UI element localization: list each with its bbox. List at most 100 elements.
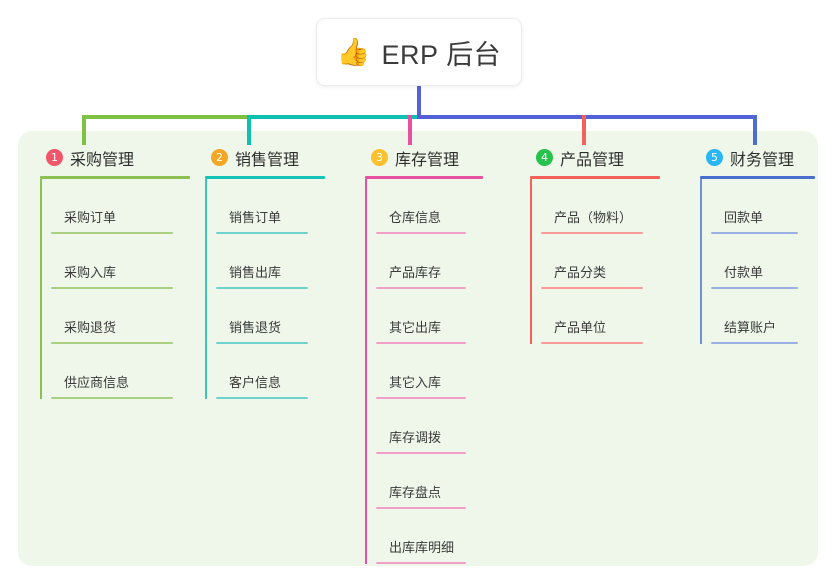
leaf-node-label: 付款单 <box>724 265 764 280</box>
leaf-node[interactable]: 采购入库 <box>51 234 190 289</box>
leaf-node-underline <box>216 342 308 344</box>
leaf-node-underline <box>376 562 466 564</box>
leaf-node[interactable]: 回款单 <box>711 179 815 234</box>
thumbs-up-icon: 👍 <box>336 36 371 67</box>
branch-number-badge: 2 <box>211 149 228 166</box>
branch-leaf-list: 销售订单销售出库销售退货客户信息 <box>205 179 325 399</box>
branch-header-label: 采购管理 <box>70 151 135 169</box>
leaf-node[interactable]: 产品单位 <box>541 289 660 344</box>
branch-header-label: 产品管理 <box>560 151 625 169</box>
branch-number-badge: 3 <box>371 149 388 166</box>
branch-header-underline <box>365 176 483 179</box>
leaf-node-label: 库存调拨 <box>389 430 442 445</box>
branch-spine-line <box>700 179 702 344</box>
leaf-node-label: 产品库存 <box>389 265 442 280</box>
leaf-node-label: 供应商信息 <box>64 375 130 390</box>
branch-header-4[interactable]: 4 产品管理 <box>530 145 660 170</box>
branch-header-2[interactable]: 2 销售管理 <box>205 145 325 170</box>
leaf-node[interactable]: 产品库存 <box>376 234 483 289</box>
branch-column-2: 2 销售管理销售订单销售出库销售退货客户信息 <box>205 145 325 399</box>
leaf-node-label: 出库库明细 <box>389 540 455 555</box>
branch-header-5[interactable]: 5 财务管理 <box>700 145 815 170</box>
leaf-node-underline <box>541 232 643 234</box>
leaf-node-label: 结算账户 <box>724 320 777 335</box>
branch-column-3: 3 库存管理仓库信息产品库存其它出库其它入库库存调拨库存盘点出库库明细 <box>365 145 483 564</box>
leaf-node[interactable]: 销售出库 <box>216 234 325 289</box>
branch-spine-line <box>40 179 42 399</box>
branch-header-underline <box>700 176 815 179</box>
root-node-card[interactable]: 👍 ERP 后台 <box>316 18 522 86</box>
leaf-node-underline <box>216 397 308 399</box>
leaf-node-label: 销售订单 <box>229 210 282 225</box>
branch-leaf-list: 仓库信息产品库存其它出库其它入库库存调拨库存盘点出库库明细 <box>365 179 483 564</box>
leaf-node-label: 销售出库 <box>229 265 282 280</box>
leaf-node-label: 客户信息 <box>229 375 282 390</box>
branch-number-badge: 5 <box>706 149 723 166</box>
branch-header-label: 销售管理 <box>235 151 300 169</box>
leaf-node-underline <box>376 287 466 289</box>
leaf-node-underline <box>376 397 466 399</box>
branch-column-5: 5 财务管理回款单付款单结算账户 <box>700 145 815 344</box>
branch-header-label: 库存管理 <box>395 151 460 169</box>
leaf-node-underline <box>51 232 173 234</box>
leaf-node-underline <box>711 232 798 234</box>
leaf-node[interactable]: 销售订单 <box>216 179 325 234</box>
leaf-node-label: 仓库信息 <box>389 210 442 225</box>
leaf-node-label: 采购入库 <box>64 265 117 280</box>
leaf-node-label: 库存盘点 <box>389 485 442 500</box>
leaf-node-underline <box>216 232 308 234</box>
leaf-node[interactable]: 仓库信息 <box>376 179 483 234</box>
leaf-node[interactable]: 采购退货 <box>51 289 190 344</box>
branch-spine-line <box>205 179 207 399</box>
leaf-node[interactable]: 结算账户 <box>711 289 815 344</box>
leaf-node[interactable]: 其它入库 <box>376 344 483 399</box>
branch-leaf-list: 回款单付款单结算账户 <box>700 179 815 344</box>
leaf-node[interactable]: 库存盘点 <box>376 454 483 509</box>
leaf-node-underline <box>376 232 466 234</box>
branch-spine-line <box>365 179 367 564</box>
branch-column-4: 4 产品管理产品（物料） 产品分类产品单位 <box>530 145 660 344</box>
branch-header-label: 财务管理 <box>730 151 795 169</box>
branch-leaf-list: 采购订单采购入库采购退货供应商信息 <box>40 179 190 399</box>
leaf-node-underline <box>51 397 173 399</box>
leaf-node[interactable]: 销售退货 <box>216 289 325 344</box>
leaf-node-label: 其它入库 <box>389 375 442 390</box>
branch-header-underline <box>205 176 325 179</box>
leaf-node-label: 销售退货 <box>229 320 282 335</box>
branch-leaf-list: 产品（物料） 产品分类产品单位 <box>530 179 660 344</box>
leaf-node-underline <box>376 342 466 344</box>
leaf-node-label: 采购退货 <box>64 320 117 335</box>
leaf-node[interactable]: 客户信息 <box>216 344 325 399</box>
leaf-node-underline <box>216 287 308 289</box>
leaf-node-underline <box>541 287 643 289</box>
leaf-node-underline <box>376 507 466 509</box>
branch-spine-line <box>530 179 532 344</box>
leaf-node-label: 产品分类 <box>554 265 607 280</box>
leaf-node[interactable]: 产品分类 <box>541 234 660 289</box>
leaf-node-label: 其它出库 <box>389 320 442 335</box>
branch-header-underline <box>40 176 190 179</box>
leaf-node[interactable]: 采购订单 <box>51 179 190 234</box>
branch-header-1[interactable]: 1 采购管理 <box>40 145 190 170</box>
leaf-node-underline <box>51 287 173 289</box>
leaf-node[interactable]: 产品（物料） <box>541 179 660 234</box>
leaf-node-underline <box>541 342 643 344</box>
leaf-node-label: 回款单 <box>724 210 764 225</box>
leaf-node[interactable]: 库存调拨 <box>376 399 483 454</box>
leaf-node[interactable]: 付款单 <box>711 234 815 289</box>
leaf-node[interactable]: 出库库明细 <box>376 509 483 564</box>
leaf-node[interactable]: 其它出库 <box>376 289 483 344</box>
leaf-node-underline <box>51 342 173 344</box>
branch-header-3[interactable]: 3 库存管理 <box>365 145 483 170</box>
branch-number-badge: 1 <box>46 149 63 166</box>
leaf-node-underline <box>711 287 798 289</box>
branch-column-1: 1 采购管理采购订单采购入库采购退货供应商信息 <box>40 145 190 399</box>
branch-number-badge: 4 <box>536 149 553 166</box>
leaf-node-label: 产品（物料） <box>554 210 633 225</box>
leaf-node-label: 采购订单 <box>64 210 117 225</box>
leaf-node-label: 产品单位 <box>554 320 607 335</box>
branch-header-underline <box>530 176 660 179</box>
leaf-node-underline <box>376 452 466 454</box>
leaf-node[interactable]: 供应商信息 <box>51 344 190 399</box>
